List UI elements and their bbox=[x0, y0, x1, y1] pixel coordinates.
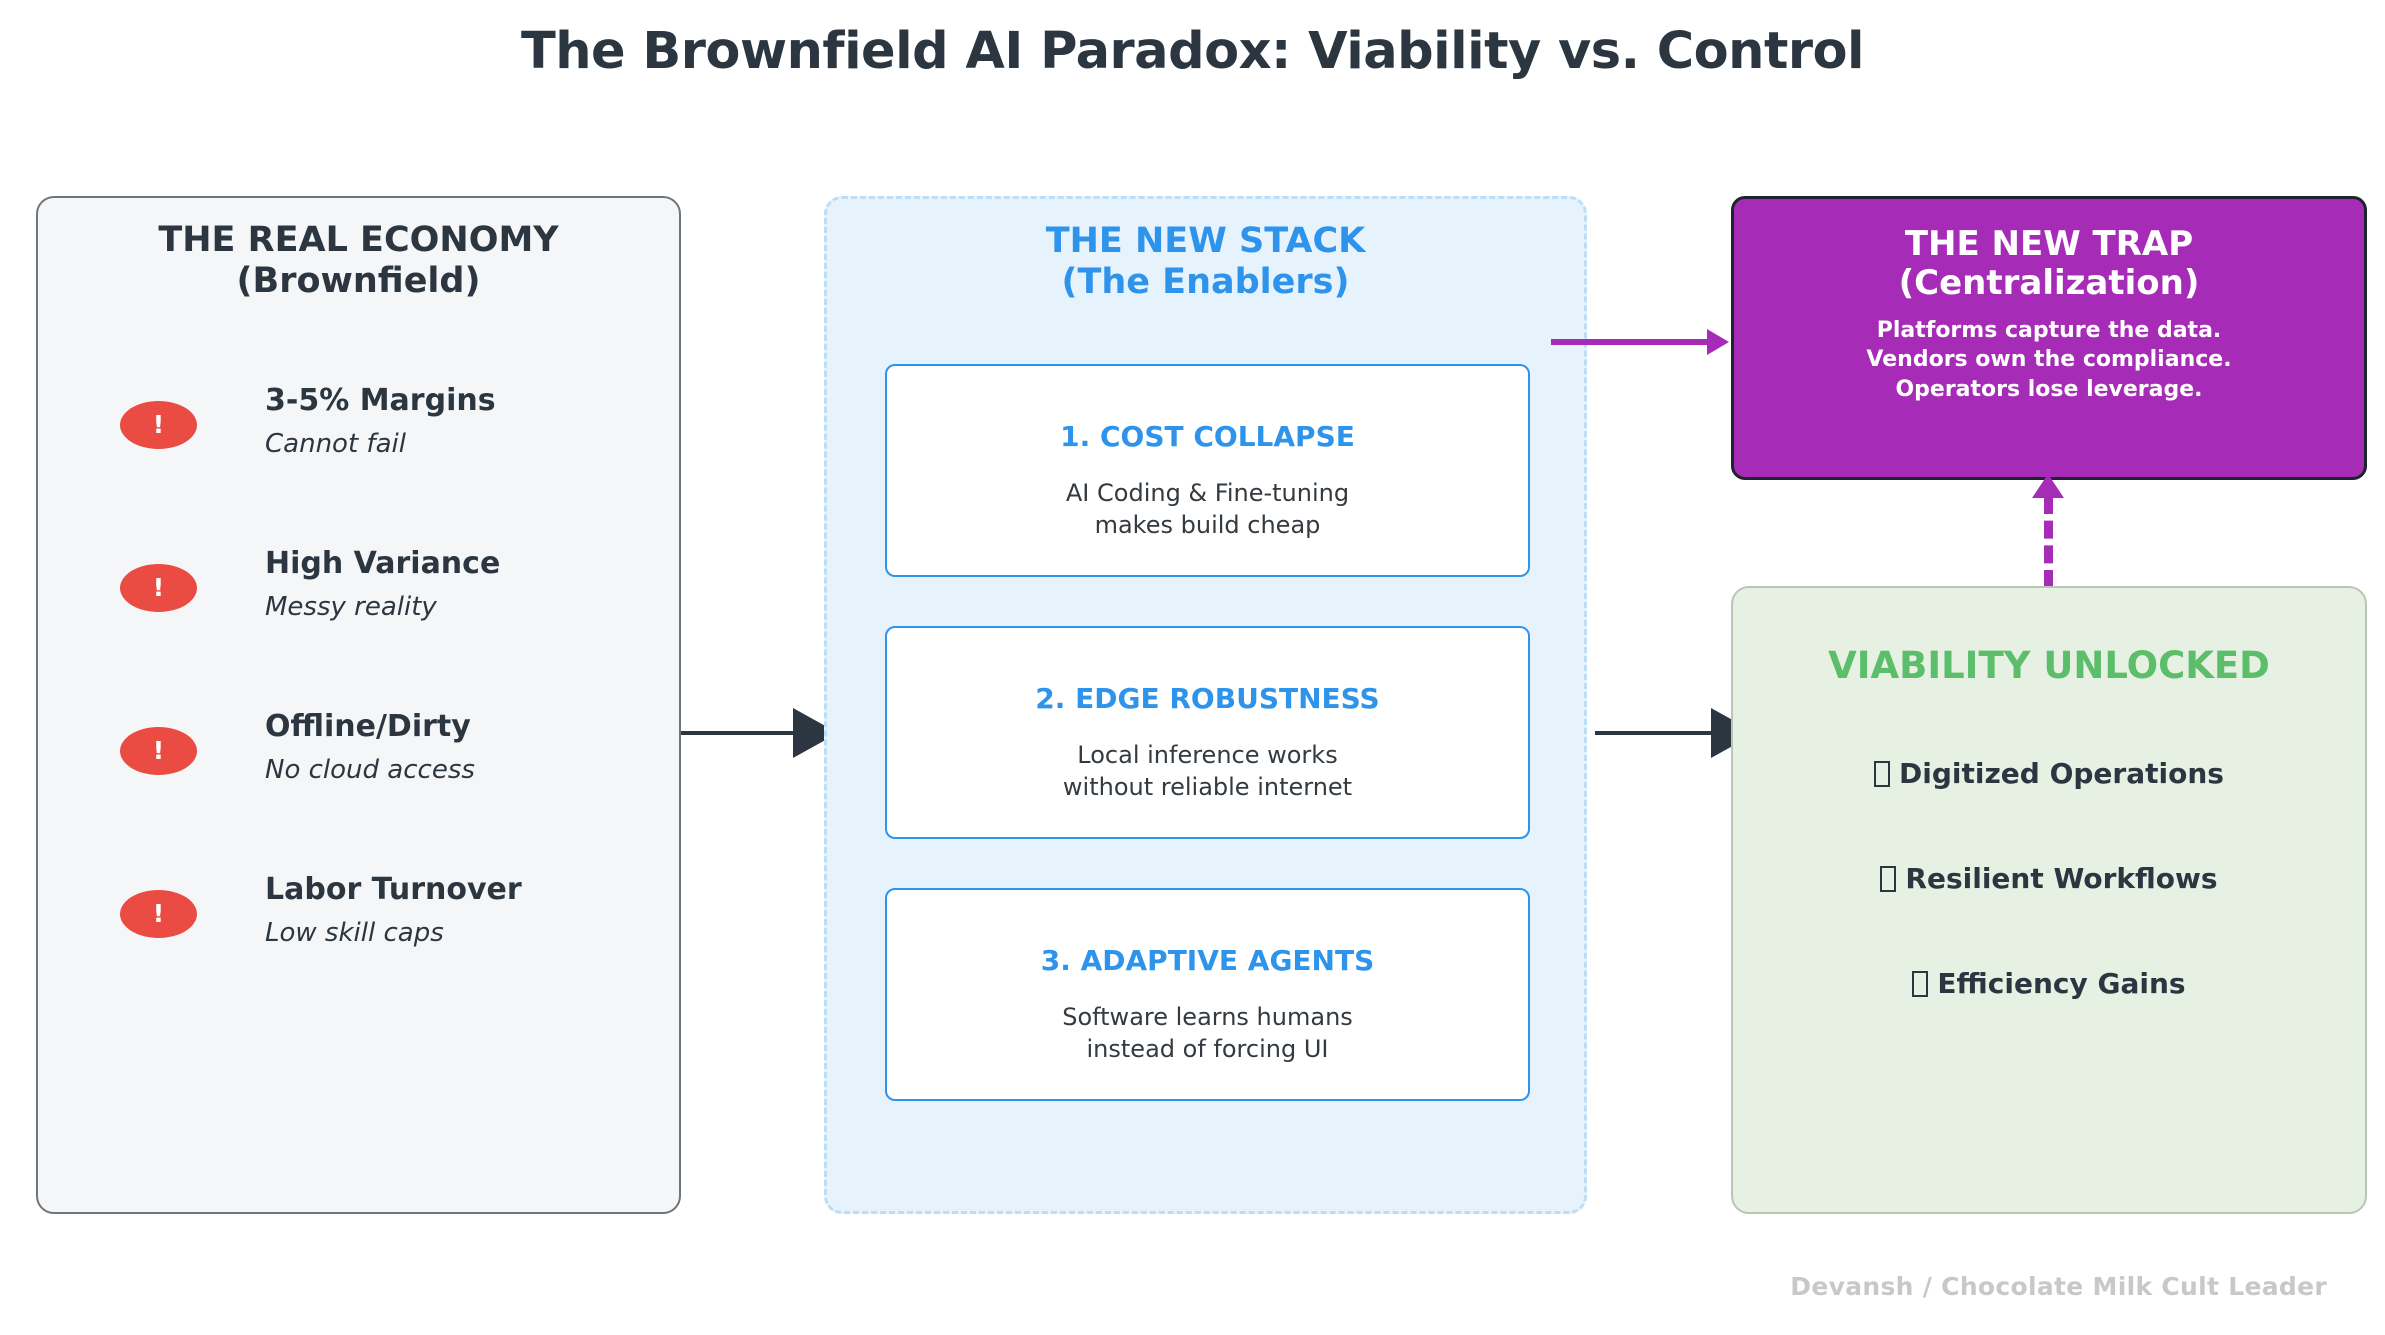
enabler-card-title: 1. COST COLLAPSE bbox=[1060, 420, 1355, 453]
risk-item-title: Offline/Dirty bbox=[265, 709, 471, 744]
trap-body-line2: Vendors own the compliance. bbox=[1866, 347, 2232, 373]
risk-item[interactable]: ! High Variance Messy reality bbox=[38, 546, 679, 709]
enabler-card-body-line2: instead of forcing UI bbox=[1086, 1034, 1329, 1063]
enabler-card-body-line1: Local inference works bbox=[1077, 741, 1338, 769]
risk-item-title: Labor Turnover bbox=[265, 872, 522, 907]
trap-panel-heading-line1: THE NEW TRAP bbox=[1904, 224, 2194, 264]
enabler-card-body-line1: Software learns humans bbox=[1062, 1003, 1353, 1031]
outcome-list: Digitized Operations Resilient Workflows… bbox=[1733, 760, 2365, 1075]
risk-item-subtitle: No cloud access bbox=[265, 755, 475, 785]
outcome-item-label: Efficiency Gains bbox=[1937, 967, 2186, 1000]
trap-body-line3: Operators lose leverage. bbox=[1895, 376, 2203, 402]
outcome-item[interactable]: Resilient Workflows bbox=[1733, 865, 2365, 970]
enabler-card-adaptive-agents[interactable]: 3. ADAPTIVE AGENTS Software learns human… bbox=[885, 888, 1530, 1101]
alert-icon: ! bbox=[120, 890, 197, 938]
panel-real-economy: THE REAL ECONOMY (Brownfield) ! 3-5% Mar… bbox=[36, 196, 681, 1214]
enabler-card-body: Local inference works without reliable i… bbox=[887, 740, 1528, 804]
mid-panel-heading-line1: THE NEW STACK bbox=[1045, 221, 1366, 261]
enabler-card-title: 3. ADAPTIVE AGENTS bbox=[1040, 944, 1375, 977]
missing-glyph-icon bbox=[1874, 761, 1891, 787]
risk-item-text: 3-5% Margins Cannot fail bbox=[265, 383, 496, 459]
risk-item-text: Labor Turnover Low skill caps bbox=[265, 872, 522, 948]
enabler-card-body-line2: without reliable internet bbox=[1062, 772, 1353, 801]
risk-item-text: High Variance Messy reality bbox=[265, 546, 500, 622]
connector-stack-to-trap-shaft bbox=[1551, 339, 1707, 345]
risk-item-text: Offline/Dirty No cloud access bbox=[265, 709, 475, 785]
enabler-card-body: AI Coding & Fine-tuning makes build chea… bbox=[887, 478, 1528, 542]
connector-viability-to-trap-shaft bbox=[2044, 496, 2053, 588]
trap-panel-heading: THE NEW TRAP (Centralization) bbox=[1734, 224, 2364, 304]
panel-new-stack: THE NEW STACK (The Enablers) 1. COST COL… bbox=[824, 196, 1587, 1214]
risk-item[interactable]: ! Offline/Dirty No cloud access bbox=[38, 709, 679, 872]
alert-icon: ! bbox=[120, 727, 197, 775]
footer-credit: Devansh / Chocolate Milk Cult Leader bbox=[1790, 1272, 2327, 1301]
trap-panel-body: Platforms capture the data. Vendors own … bbox=[1734, 316, 2364, 404]
left-panel-heading-line2: (Brownfield) bbox=[236, 260, 481, 301]
trap-body-line1: Platforms capture the data. bbox=[1876, 318, 2222, 343]
connector-viability-to-trap-head bbox=[2032, 474, 2064, 498]
connector-stack-to-trap-head bbox=[1707, 329, 1729, 355]
enabler-card-body: Software learns humans instead of forcin… bbox=[887, 1002, 1528, 1066]
alert-icon: ! bbox=[120, 401, 197, 449]
risk-item-subtitle: Cannot fail bbox=[265, 429, 406, 459]
enabler-card-body-line2: makes build cheap bbox=[1094, 510, 1321, 539]
outcome-item[interactable]: Digitized Operations bbox=[1733, 760, 2365, 865]
alert-icon: ! bbox=[120, 564, 197, 612]
mid-panel-heading-line2: (The Enablers) bbox=[1061, 261, 1350, 302]
risk-item-title: High Variance bbox=[265, 546, 501, 581]
panel-viability-unlocked: VIABILITY UNLOCKED Digitized Operations … bbox=[1731, 586, 2367, 1214]
enabler-card-edge-robustness[interactable]: 2. EDGE ROBUSTNESS Local inference works… bbox=[885, 626, 1530, 839]
outcome-item-label: Digitized Operations bbox=[1899, 757, 2224, 790]
risk-item-title: 3-5% Margins bbox=[265, 383, 496, 418]
arrow-middle-to-green-shaft bbox=[1595, 731, 1715, 735]
page-title: The Brownfield AI Paradox: Viability vs.… bbox=[520, 22, 1865, 81]
risk-item-subtitle: Messy reality bbox=[265, 592, 437, 622]
green-panel-heading: VIABILITY UNLOCKED bbox=[1828, 644, 2270, 687]
outcome-item[interactable]: Efficiency Gains bbox=[1733, 970, 2365, 1075]
risk-item[interactable]: ! Labor Turnover Low skill caps bbox=[38, 872, 679, 1035]
enabler-card-body-line1: AI Coding & Fine-tuning bbox=[1065, 479, 1350, 507]
left-panel-heading-line1: THE REAL ECONOMY bbox=[158, 220, 559, 260]
outcome-item-label: Resilient Workflows bbox=[1905, 862, 2218, 895]
left-panel-heading: THE REAL ECONOMY (Brownfield) bbox=[38, 220, 679, 301]
arrow-left-to-middle-shaft bbox=[681, 731, 797, 735]
enabler-card-title: 2. EDGE ROBUSTNESS bbox=[1035, 682, 1380, 715]
enabler-card-cost-collapse[interactable]: 1. COST COLLAPSE AI Coding & Fine-tuning… bbox=[885, 364, 1530, 577]
missing-glyph-icon bbox=[1912, 971, 1929, 997]
risk-item[interactable]: ! 3-5% Margins Cannot fail bbox=[38, 383, 679, 546]
risk-list: ! 3-5% Margins Cannot fail ! High Varian… bbox=[38, 383, 679, 1035]
panel-new-trap: THE NEW TRAP (Centralization) Platforms … bbox=[1731, 196, 2367, 480]
trap-panel-heading-line2: (Centralization) bbox=[1898, 263, 2200, 304]
mid-panel-heading: THE NEW STACK (The Enablers) bbox=[827, 221, 1584, 302]
missing-glyph-icon bbox=[1880, 866, 1897, 892]
risk-item-subtitle: Low skill caps bbox=[265, 918, 444, 948]
